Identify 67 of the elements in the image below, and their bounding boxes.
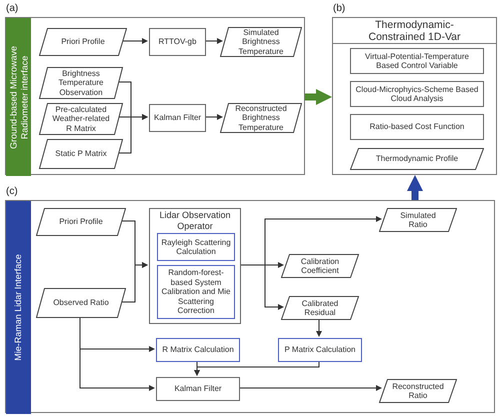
node-label: Priori Profile xyxy=(58,217,104,227)
data-parallelogram xyxy=(220,103,302,133)
process-box xyxy=(278,338,362,362)
node-label: P Matrix Calculation xyxy=(284,345,356,355)
node-label: Simulated Ratio xyxy=(399,210,437,230)
data-parallelogram xyxy=(39,139,123,169)
process-box xyxy=(350,48,484,74)
process-box xyxy=(149,208,241,324)
data-parallelogram xyxy=(39,67,123,99)
node-label: Cloud-Microphyics-Scheme Based Cloud Analysis xyxy=(354,84,480,104)
node-label: Simulated Brightness Temperature xyxy=(238,28,284,56)
node-label: Virtual-Potential-Temperature Based Control Variable xyxy=(364,52,470,70)
process-box xyxy=(149,28,206,56)
arrow xyxy=(122,38,148,44)
arrow xyxy=(120,262,148,302)
data-parallelogram xyxy=(281,254,359,278)
data-parallelogram xyxy=(39,103,123,135)
process-box xyxy=(350,114,484,140)
node-label: Rayleigh Scattering Calculation xyxy=(160,238,232,256)
node-label: Reconstructed Ratio xyxy=(391,382,445,400)
node-label: Lidar Observation Operator xyxy=(158,210,232,231)
node-label: Calibration Coefficient xyxy=(300,256,340,276)
band-label: Mie-Raman Lidar Interface xyxy=(12,253,24,363)
data-parallelogram xyxy=(350,148,484,170)
panel-title: Thermodynamic-Constrained 1D-Var xyxy=(333,18,496,44)
arrow xyxy=(80,316,155,391)
arrow xyxy=(240,264,284,310)
data-parallelogram xyxy=(36,288,126,318)
node-label: Pre-calculated Weather-related R Matrix xyxy=(51,104,111,134)
process-box xyxy=(156,338,240,362)
panel-label: (c) xyxy=(6,186,18,198)
node-label: Reconstructed Brightness Temperature xyxy=(234,104,288,132)
process-box xyxy=(156,377,240,401)
arrow xyxy=(194,360,320,376)
node-label: Static P Matrix xyxy=(54,149,108,159)
arrow xyxy=(407,175,423,200)
arrow xyxy=(204,38,223,44)
node-label: Random-forest-based System Calibration and Mie Scattering Correction xyxy=(160,268,232,316)
node-label: Priori Profile xyxy=(60,37,106,47)
panel-label: (b) xyxy=(333,3,346,15)
process-box xyxy=(350,81,484,107)
arrow xyxy=(238,385,382,391)
data-parallelogram xyxy=(220,27,302,57)
node-label: Thermodynamic Profile xyxy=(374,154,460,164)
panel-label: (a) xyxy=(6,3,18,15)
node-label: Calibrated Residual xyxy=(300,298,340,318)
arrow xyxy=(305,89,332,105)
node-label: Kalman Filter xyxy=(173,384,223,394)
node-label: Ratio-based Cost Function xyxy=(368,122,466,132)
process-box xyxy=(149,104,206,132)
node-label: RTTOV-gb xyxy=(158,37,198,47)
band-label: Ground-based Microwave Radiometer interface xyxy=(6,44,30,151)
arrow xyxy=(118,114,148,154)
node-label: Brightness Temperature Observation xyxy=(58,68,104,98)
side-band xyxy=(6,18,31,176)
data-parallelogram xyxy=(281,296,359,320)
data-parallelogram xyxy=(39,28,127,56)
data-parallelogram xyxy=(379,208,457,232)
arrow xyxy=(204,114,223,120)
node-label: Observed Ratio xyxy=(52,298,110,308)
process-box xyxy=(157,233,235,261)
node-label: R Matrix Calculation xyxy=(161,345,235,355)
node-label: Kalman Filter xyxy=(152,113,202,123)
arrow xyxy=(316,318,322,337)
data-parallelogram xyxy=(379,379,457,403)
data-parallelogram xyxy=(36,208,126,236)
side-band xyxy=(6,201,31,414)
